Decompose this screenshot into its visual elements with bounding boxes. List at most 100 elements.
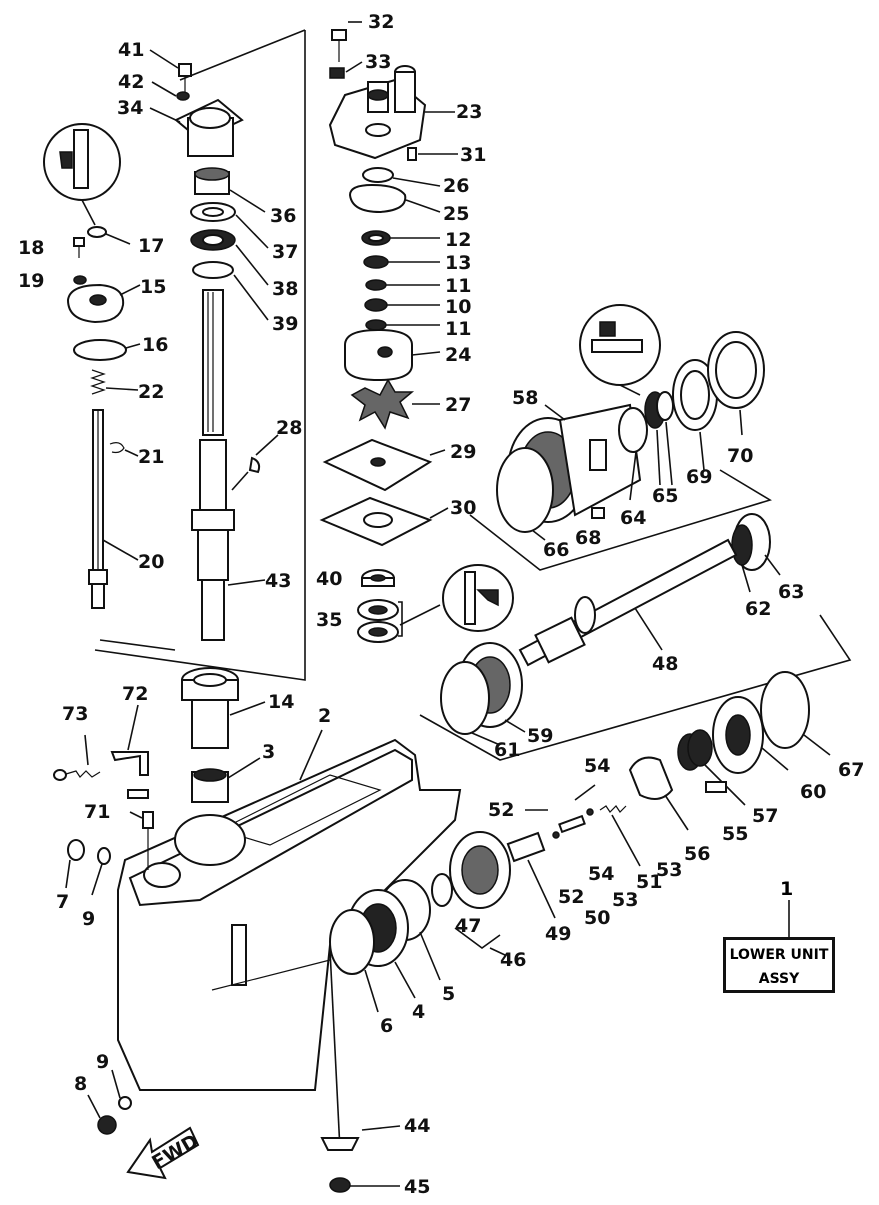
label-61: 61 [494, 739, 520, 761]
label-20: 20 [138, 551, 164, 573]
clip-21 [109, 442, 139, 457]
label-8: 8 [74, 1073, 87, 1095]
seal-65 [644, 391, 674, 486]
label-32: 32 [368, 11, 394, 33]
label-54a: 54 [584, 755, 610, 777]
o-ring-26 [362, 167, 441, 187]
label-35: 35 [316, 609, 342, 631]
seal-10 [364, 298, 440, 312]
o-ring-66 [496, 447, 554, 541]
label-37: 37 [272, 241, 298, 263]
label-30: 30 [450, 497, 476, 519]
washer-9a [91, 847, 111, 896]
shim-37 [190, 202, 269, 249]
bearing-35 [357, 599, 403, 643]
seal-housing-14 [181, 667, 266, 749]
gasket-16 [73, 339, 141, 361]
sleeve-3 [191, 757, 261, 803]
assy-line1: LOWER UNIT [729, 947, 829, 963]
assy-part-number: 1 [780, 878, 794, 900]
bolt-73 [53, 734, 101, 781]
washer-9b [111, 1069, 132, 1110]
gasket-25 [348, 183, 441, 214]
label-54b: 54 [588, 863, 614, 885]
label-55: 55 [722, 823, 748, 845]
label-31: 31 [460, 144, 486, 166]
pin-55 [705, 781, 727, 793]
label-26: 26 [443, 175, 469, 197]
fwd-arrow: FWD [126, 1126, 202, 1180]
washer-11a [365, 279, 440, 291]
label-52b: 52 [558, 886, 584, 908]
nut-17 [87, 226, 131, 245]
spring-22 [90, 369, 139, 395]
plug-7 [65, 839, 85, 889]
outer-plate-29 [322, 438, 446, 492]
label-60: 60 [800, 781, 826, 803]
clutch-56 [628, 756, 689, 831]
shift-slider-49 [506, 831, 556, 919]
label-66: 66 [543, 539, 569, 561]
lower-unit-assy-box: LOWER UNIT ASSY [723, 937, 835, 993]
pin-31 [407, 147, 458, 161]
insert-33 [329, 61, 363, 79]
label-53b: 53 [612, 889, 638, 911]
label-49: 49 [545, 923, 571, 945]
plug-44 [320, 1125, 401, 1151]
label-2: 2 [318, 705, 331, 727]
key-68 [591, 507, 605, 519]
plug-8 [87, 1094, 117, 1135]
bolt-32 [331, 21, 362, 62]
label-69: 69 [686, 466, 712, 488]
label-57: 57 [752, 805, 778, 827]
label-13: 13 [445, 252, 471, 274]
label-27: 27 [445, 394, 471, 416]
label-16: 16 [142, 334, 168, 356]
bearing-62-63 [731, 513, 781, 593]
label-29: 29 [450, 441, 476, 463]
label-11b: 11 [445, 318, 471, 340]
shift-rod-20 [88, 409, 139, 609]
label-51: 51 [636, 871, 662, 893]
bearing-64 [618, 407, 648, 501]
label-36: 36 [270, 205, 296, 227]
label-3: 3 [262, 741, 275, 763]
hook-72 [110, 704, 149, 776]
detail-callout-64 [579, 304, 661, 396]
label-59: 59 [527, 725, 553, 747]
label-48: 48 [652, 653, 678, 675]
label-42: 42 [118, 71, 144, 93]
label-24: 24 [445, 344, 471, 366]
washer-11b [365, 319, 440, 331]
plunger-54-53-51 [525, 784, 641, 867]
label-33: 33 [365, 51, 391, 73]
label-65: 65 [652, 485, 678, 507]
gear-60 [712, 696, 789, 774]
assy-line2: ASSY [758, 971, 800, 987]
shim-6 [329, 909, 379, 1013]
bearing-40 [361, 569, 395, 587]
label-41: 41 [118, 39, 144, 61]
bushing-36 [194, 167, 266, 213]
bolt-18 [73, 237, 85, 258]
label-50: 50 [584, 907, 610, 929]
housing-34 [149, 98, 244, 157]
label-43: 43 [265, 570, 291, 592]
label-68: 68 [575, 527, 601, 549]
liner-24 [344, 328, 441, 382]
bolt-71 [129, 811, 154, 870]
seal-13 [363, 255, 440, 269]
label-6: 6 [380, 1015, 393, 1037]
nut-45 [329, 1177, 400, 1193]
washer-42 [151, 81, 190, 101]
label-52a: 52 [488, 799, 514, 821]
label-11a: 11 [445, 275, 471, 297]
label-56: 56 [684, 843, 710, 865]
shift-cam-15 [66, 283, 141, 324]
bolt-41 [149, 49, 192, 92]
label-7: 7 [56, 891, 69, 913]
label-40: 40 [316, 568, 342, 590]
seal-12 [361, 230, 440, 246]
label-19: 19 [18, 270, 44, 292]
label-23: 23 [456, 101, 482, 123]
